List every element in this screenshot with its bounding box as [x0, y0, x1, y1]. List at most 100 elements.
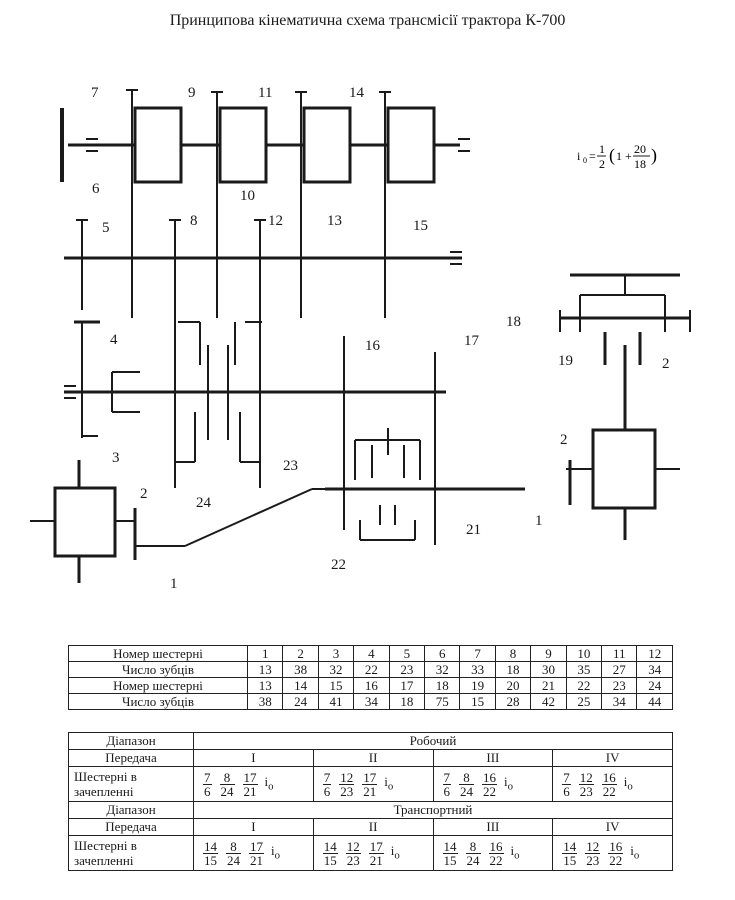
- teeth-cell: 13: [246, 661, 284, 678]
- range-name: Транспортний: [193, 801, 673, 819]
- teeth-cell: 8: [494, 645, 532, 662]
- svg-text:): ): [651, 145, 657, 166]
- gear-header: Передача: [68, 818, 194, 836]
- teeth-cell: 38: [246, 693, 284, 710]
- label-19: 19: [558, 353, 573, 369]
- teeth-cell: 21: [530, 677, 567, 694]
- teeth-cell: 34: [601, 693, 638, 710]
- mesh-header: Шестерні в зачепленні: [68, 835, 194, 871]
- io-symbol: io: [264, 773, 274, 793]
- teeth-cell: 5: [388, 645, 426, 662]
- teeth-row-header: Число зубців: [68, 693, 248, 710]
- label-10: 10: [240, 188, 255, 204]
- teeth-cell: 22: [353, 661, 390, 678]
- teeth-cell: 18: [424, 677, 461, 694]
- teeth-cell: 35: [565, 661, 603, 678]
- teeth-cell: 19: [459, 677, 496, 694]
- svg-text:i: i: [577, 149, 581, 163]
- svg-text:(: (: [609, 145, 615, 166]
- svg-text:20: 20: [634, 142, 646, 156]
- teeth-cell: 34: [636, 661, 673, 678]
- kinematic-diagram: 7 9 11 14 6 10 5 8 12 13 15 4 16 17 18 1…: [30, 85, 691, 592]
- teeth-cell: 14: [282, 677, 319, 694]
- label-11: 11: [258, 85, 272, 101]
- svg-text:0: 0: [583, 156, 587, 165]
- teeth-cell: 23: [601, 677, 638, 694]
- teeth-cell: 17: [388, 677, 426, 694]
- teeth-cell: 3: [317, 645, 355, 662]
- teeth-cell: 41: [317, 693, 355, 710]
- teeth-cell: 22: [565, 677, 603, 694]
- teeth-cell: 27: [601, 661, 638, 678]
- teeth-cell: 18: [388, 693, 426, 710]
- label-15: 15: [413, 218, 428, 234]
- teeth-cell: 33: [459, 661, 496, 678]
- label-1-right: 1: [535, 513, 543, 529]
- gear-name: III: [432, 749, 554, 767]
- teeth-cell: 10: [565, 645, 603, 662]
- teeth-cell: 23: [388, 661, 426, 678]
- label-2-right: 2: [560, 432, 568, 448]
- label-6: 6: [92, 181, 100, 197]
- svg-text:18: 18: [634, 157, 646, 171]
- io-symbol: io: [510, 842, 520, 862]
- teeth-cell: 75: [424, 693, 461, 710]
- ratio-formula: i 0 = 1 2 ( 1 + 20 18 ): [577, 142, 657, 171]
- label-21: 21: [466, 522, 481, 538]
- teeth-row-header: Номер шестерні: [68, 645, 248, 662]
- teeth-cell: 9: [530, 645, 567, 662]
- gear-name: I: [193, 749, 314, 767]
- label-17: 17: [464, 333, 480, 349]
- gear-name: I: [193, 818, 314, 836]
- teeth-cell: 20: [494, 677, 532, 694]
- svg-text:1 +: 1 +: [616, 149, 632, 163]
- teeth-cell: 12: [636, 645, 673, 662]
- teeth-cell: 11: [601, 645, 638, 662]
- teeth-cell: 24: [636, 677, 673, 694]
- io-symbol: io: [390, 842, 400, 862]
- io-symbol: io: [384, 773, 394, 793]
- io-symbol: io: [504, 773, 514, 793]
- teeth-cell: 2: [282, 645, 319, 662]
- label-23: 23: [283, 458, 298, 474]
- teeth-cell: 7: [459, 645, 496, 662]
- gear-name: II: [312, 749, 434, 767]
- range-header: Діапазон: [68, 801, 194, 819]
- teeth-cell: 32: [317, 661, 355, 678]
- page-title: Принципова кінематична схема трансмісії …: [169, 12, 566, 29]
- label-4: 4: [110, 332, 118, 348]
- teeth-row-header: Номер шестерні: [68, 677, 248, 694]
- teeth-cell: 30: [530, 661, 567, 678]
- teeth-cell: 18: [494, 661, 532, 678]
- mesh-header: Шестерні в зачепленні: [68, 766, 194, 802]
- teeth-cell: 44: [636, 693, 673, 710]
- teeth-cell: 1: [246, 645, 284, 662]
- label-5: 5: [102, 220, 110, 236]
- label-12: 12: [268, 213, 283, 229]
